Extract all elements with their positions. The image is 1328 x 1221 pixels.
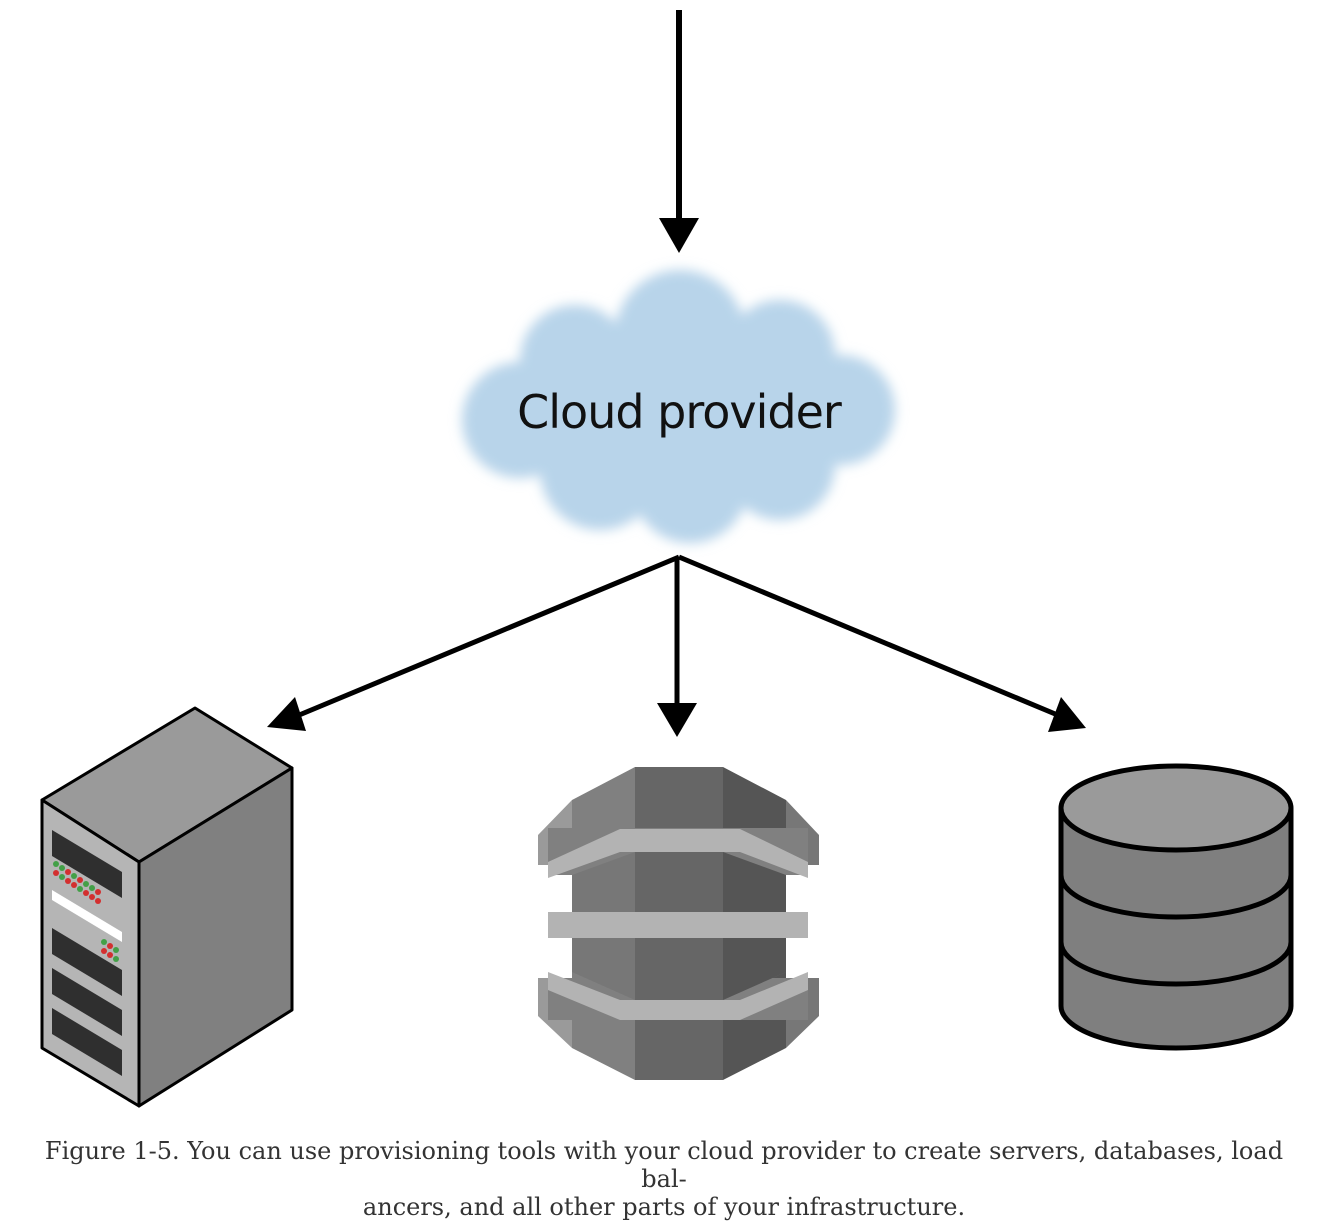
figure-caption: Figure 1-5. You can use provisioning too… xyxy=(40,1137,1288,1221)
caption-line-1: Figure 1-5. You can use provisioning too… xyxy=(44,1137,1284,1193)
diagram: Cloud provider xyxy=(40,10,1294,1108)
load-balancer-icon xyxy=(538,767,819,1080)
database-icon xyxy=(1058,763,1294,1051)
arrow-to-load-balancer xyxy=(657,557,697,737)
cloud-icon xyxy=(462,270,895,543)
incoming-arrow xyxy=(659,10,699,253)
server-rack-icon xyxy=(40,706,294,1108)
caption-line-2: ancers, and all other parts of your infr… xyxy=(362,1193,966,1221)
arrow-to-server xyxy=(267,554,680,731)
cloud-label: Cloud provider xyxy=(517,385,842,439)
cloud-provider-node: Cloud provider xyxy=(462,270,895,543)
arrow-to-database xyxy=(678,554,1086,732)
